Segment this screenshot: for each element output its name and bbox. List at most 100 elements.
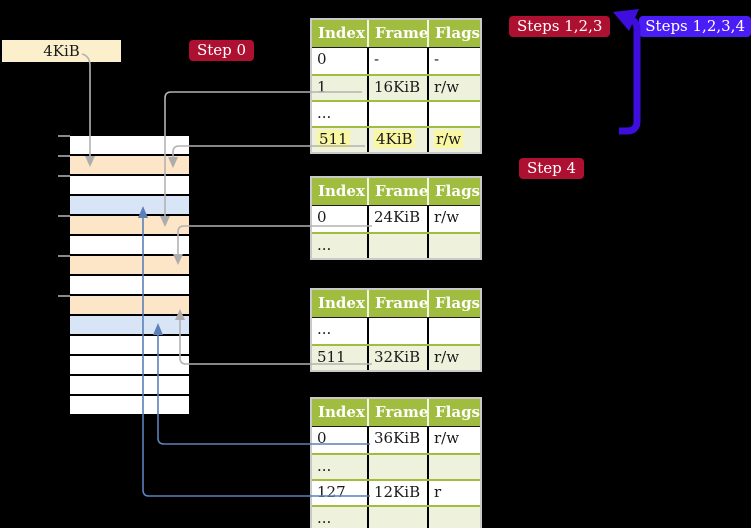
cell-value: r/w (434, 429, 460, 447)
table-cell: 4KiB (367, 128, 427, 152)
cell-value: 1 (317, 78, 327, 96)
memory-row-white (70, 176, 189, 196)
physical-memory-strip (70, 136, 189, 416)
cell-value: ... (317, 236, 332, 254)
cell-value: 4KiB (374, 130, 415, 148)
memory-row-peach (70, 296, 189, 316)
table-row: 0-- (312, 48, 480, 74)
memory-tick (58, 155, 70, 157)
cell-value: 32KiB (374, 348, 421, 366)
memory-tick (58, 135, 70, 137)
table-cell (367, 507, 427, 528)
frame-size-box: 4KiB (2, 40, 121, 62)
table-cell: 0 (312, 48, 367, 74)
badge-steps-1-2-3-4: Steps 1,2,3,4 (639, 16, 751, 37)
table-row: ... (312, 232, 480, 258)
memory-row-peach (70, 216, 189, 236)
table-cell: 1 (312, 76, 367, 100)
table-row: 0 36KiB r/w (312, 427, 480, 453)
column-header: Frame (367, 178, 428, 205)
cell-value: r/w (434, 348, 460, 366)
cell-value: 24KiB (374, 208, 421, 226)
table-cell (367, 102, 427, 126)
cell-value: 127 (317, 483, 346, 501)
memory-row-white (70, 376, 189, 396)
table-cell: 32KiB (367, 346, 427, 370)
table-cell: 12KiB (367, 481, 427, 505)
cell-value: ... (317, 457, 332, 475)
table-cell: r/w (427, 427, 480, 453)
memory-row-white (70, 336, 189, 356)
column-header: Index (318, 24, 365, 42)
table-cell: 16KiB (367, 76, 427, 100)
table-cell (427, 455, 480, 479)
table-cell: - (427, 48, 480, 74)
cell-value: - (434, 50, 440, 68)
cell-value: ... (317, 320, 332, 338)
memory-row-white (70, 136, 189, 156)
table-cell: r (427, 481, 480, 505)
column-header: Frame (367, 20, 428, 47)
table-cell: - (367, 48, 427, 74)
cell-value: ... (317, 104, 332, 122)
column-header: Flags (427, 178, 480, 205)
cell-value: ... (317, 509, 332, 527)
column-header: Index (318, 182, 365, 200)
memory-row-peach (70, 256, 189, 276)
table-cell: ... (312, 318, 367, 344)
cell-value: 12KiB (374, 483, 421, 501)
cell-value: 0 (317, 429, 327, 447)
table-cell: ... (312, 507, 367, 528)
table-cell: r/w (427, 206, 480, 232)
memory-tick (58, 215, 70, 217)
memory-row-blue (70, 196, 189, 216)
table-cell (367, 318, 427, 344)
column-header: Flags (427, 290, 480, 317)
table-row: ... (312, 453, 480, 479)
table-cell (427, 234, 480, 258)
cell-value: 36KiB (374, 429, 421, 447)
table-cell: 0 (312, 427, 367, 453)
table-cell: r/w (427, 128, 480, 152)
table-cell: 24KiB (367, 206, 427, 232)
memory-row-peach (70, 156, 189, 176)
memory-row-blue (70, 316, 189, 336)
table-cell (427, 102, 480, 126)
cell-value: r/w (434, 78, 460, 96)
cell-value: 16KiB (374, 78, 421, 96)
table-row: ... (312, 318, 480, 344)
cell-value: - (374, 50, 380, 68)
table-row: 511 4KiB r/w (312, 126, 480, 152)
table-cell: 511 (312, 128, 367, 152)
table-row: 0 24KiB r/w (312, 206, 480, 232)
cell-value: 511 (317, 348, 346, 366)
column-header: Flags (427, 399, 480, 426)
table-row: ... (312, 505, 480, 528)
column-header: Frame (367, 290, 428, 317)
badge-steps-1-2-3: Steps 1,2,3 (509, 16, 611, 37)
table-cell: 127 (312, 481, 367, 505)
table-cell (427, 318, 480, 344)
table-cell (367, 455, 427, 479)
cell-value: 0 (317, 208, 327, 226)
table-cell: r/w (427, 346, 480, 370)
memory-tick (58, 295, 70, 297)
table-cell: ... (312, 102, 367, 126)
column-header: Frame (367, 399, 428, 426)
memory-tick (58, 175, 70, 177)
cell-value: 511 (317, 130, 350, 148)
table-row: ... (312, 100, 480, 126)
table-row: 127 12KiB r (312, 479, 480, 505)
memory-tick (58, 255, 70, 257)
table-cell: 0 (312, 206, 367, 232)
table-cell: r/w (427, 76, 480, 100)
